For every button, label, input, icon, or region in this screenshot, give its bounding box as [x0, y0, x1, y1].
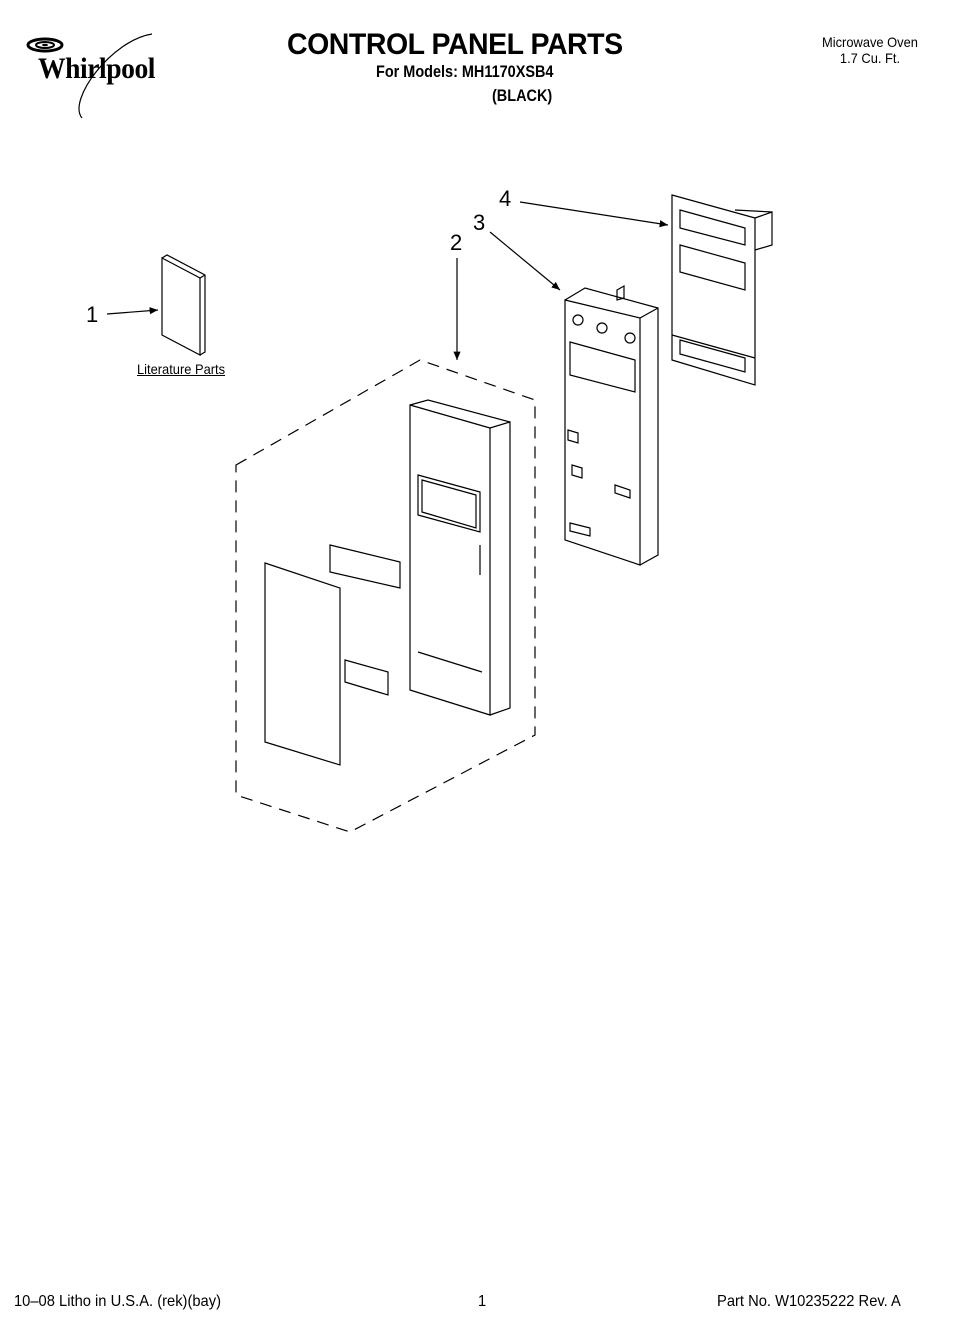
- model-color: (BLACK): [492, 86, 553, 105]
- leader-3: [489, 231, 561, 291]
- part-2-overlay: [264, 562, 389, 766]
- callout-2: 2: [450, 230, 463, 255]
- part-3-panel-frame: [564, 284, 659, 566]
- part-1-literature-book: [161, 254, 206, 356]
- callout-3: 3: [473, 210, 486, 235]
- footer-page-number: 1: [478, 1293, 487, 1310]
- literature-parts-label: Literature Parts: [137, 361, 226, 377]
- model-number: For Models: MH1170XSB4: [376, 62, 554, 81]
- callout-1: 1: [86, 302, 99, 327]
- part-2-control-panel: [409, 399, 511, 716]
- footer-litho: 10–08 Litho in U.S.A. (rek)(bay): [14, 1293, 221, 1310]
- part-4-control-board: [671, 194, 773, 386]
- brand-logo-text: Whirlpool: [38, 52, 156, 85]
- leader-1: [106, 307, 159, 315]
- product-capacity: 1.7 Cu. Ft.: [839, 50, 901, 66]
- part-2-assembly-boundary: [235, 359, 536, 833]
- product-description: Microwave Oven 1.7 Cu. Ft.: [810, 34, 930, 66]
- callout-4: 4: [499, 186, 512, 211]
- product-type: Microwave Oven: [822, 34, 918, 50]
- leader-4: [519, 201, 669, 228]
- footer-part-number: Part No. W10235222 Rev. A: [717, 1293, 901, 1310]
- whirlpool-logo: [26, 33, 153, 119]
- page-title: CONTROL PANEL PARTS: [287, 28, 623, 61]
- part-2-window: [329, 544, 401, 589]
